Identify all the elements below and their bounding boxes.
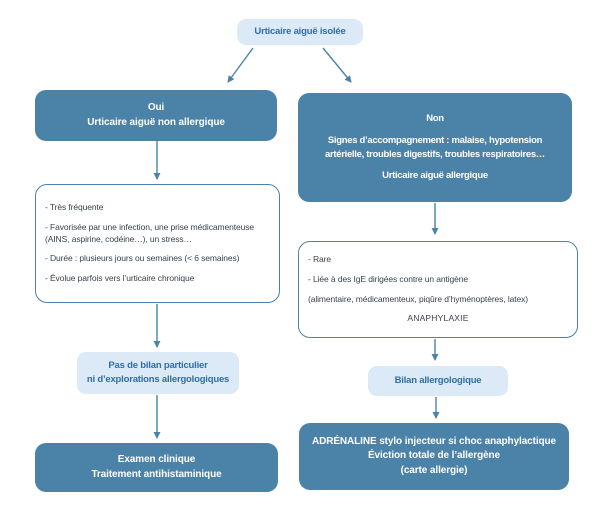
right-decision-subtitle: Urticaire aiguë allergique: [382, 170, 488, 182]
right-workup-label: Bilan allergologique: [394, 375, 482, 387]
left-management-node: Examen clinique Traitement antihistamini…: [35, 443, 278, 492]
left-details-node: - Très fréquente - Favorisée par une inf…: [35, 184, 280, 303]
left-decision-answer: Oui: [147, 102, 165, 113]
root-label: Urticaire aiguë isolée: [254, 26, 346, 38]
right-detail-item: - Liée à des IgE dirigées contre un anti…: [308, 273, 469, 284]
right-details-node: - Rare - Liée à des IgE dirigées contre …: [298, 241, 578, 338]
left-detail-item: - Très fréquente: [45, 201, 104, 212]
right-detail-emphasis: ANAPHYLAXIE: [407, 313, 469, 324]
right-workup-node: Bilan allergologique: [368, 366, 508, 396]
root-node: Urticaire aiguë isolée: [237, 19, 363, 45]
right-detail-item: - Rare: [308, 253, 332, 264]
right-decision-node: Non Signes d’accompagnement : malaise, h…: [298, 93, 572, 202]
right-management-node: ADRÉNALINE stylo injecteur si choc anaph…: [299, 423, 569, 490]
left-workup-line2: ni d’explorations allergologiques: [86, 374, 230, 385]
right-management-line2: Éviction totale de l’allergène: [367, 450, 501, 462]
arrow-root-to-left: [227, 47, 254, 83]
left-detail-item: - Favorisée par une infection, une prise…: [45, 221, 255, 244]
right-management-line3: (carte allergie): [400, 464, 468, 476]
left-management-line2: Traitement antihistaminique: [91, 468, 222, 480]
left-workup-node: Pas de bilan particulier ni d’exploratio…: [77, 352, 239, 394]
left-workup-line1: Pas de bilan particulier: [108, 360, 208, 372]
left-management-line1: Examen clinique: [117, 454, 196, 465]
left-detail-item: - Évolue parfois vers l’urticaire chroni…: [45, 273, 195, 284]
left-decision-node: Oui Urticaire aiguë non allergique: [35, 90, 277, 141]
right-detail-item: (alimentaire, médicamenteux, piqûre d’hy…: [308, 293, 529, 304]
left-decision-subtitle: Urticaire aiguë non allergique: [87, 116, 225, 128]
right-decision-signs: Signes d’accompagnement : malaise, hypot…: [324, 134, 546, 160]
arrow-root-to-right: [322, 47, 352, 83]
right-decision-answer: Non: [426, 112, 444, 124]
right-management-line1: ADRÉNALINE stylo injecteur si choc anaph…: [311, 435, 557, 447]
left-detail-item: - Durée : plusieurs jours ou semaines (<…: [45, 253, 240, 264]
